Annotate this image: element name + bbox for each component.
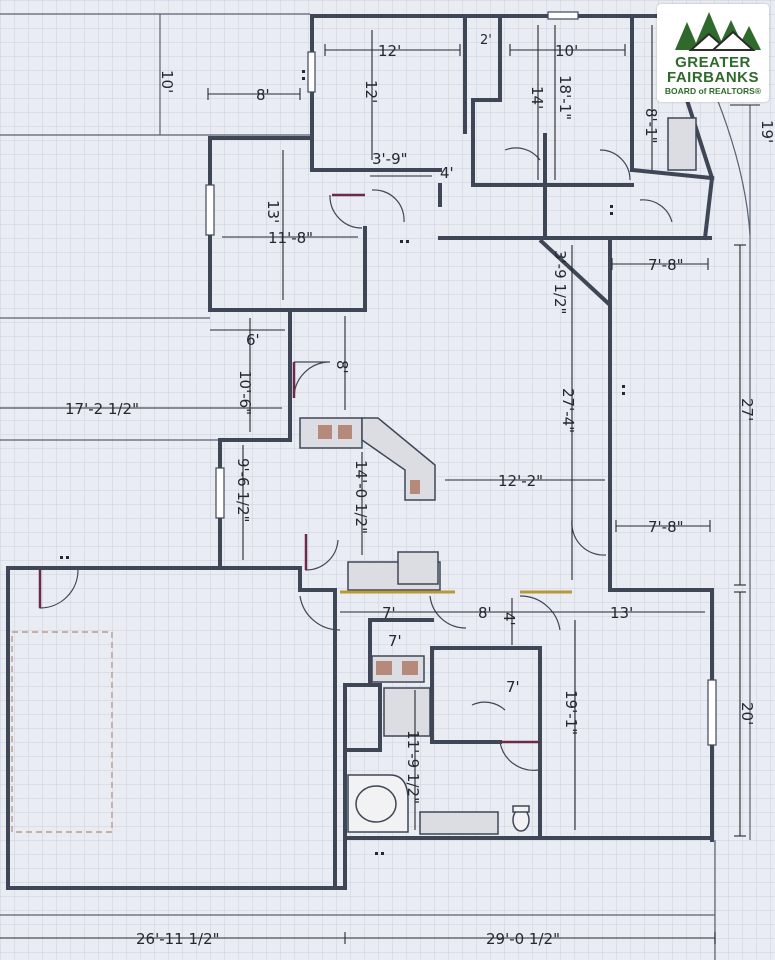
- dim-label: 7'-8": [648, 256, 684, 274]
- dim-label: 9'-6 1/2": [234, 458, 252, 522]
- dim-label: 18'-1": [556, 75, 574, 120]
- logo-line-greater: GREATER: [675, 54, 751, 71]
- dim-label: 7': [382, 604, 396, 622]
- dim-label: 13': [610, 604, 633, 622]
- dim-label: 8': [256, 86, 270, 104]
- dim-label: 26'-11 1/2": [136, 930, 220, 948]
- dim-label: 20': [738, 702, 756, 725]
- logo-line-fairbanks: FAIRBANKS: [666, 69, 759, 86]
- dim-label: 29'-0 1/2": [486, 930, 560, 948]
- dim-label: 8': [333, 360, 351, 374]
- dim-label: 12': [378, 42, 401, 60]
- kitchen-counters: [299, 117, 697, 835]
- board-of-realtors-logo: GREATER FAIRBANKS BOARD of REALTORS®: [657, 4, 769, 102]
- dim-label: 19'-1": [562, 690, 580, 735]
- dim-label: 13': [264, 200, 282, 223]
- dim-label: 12': [362, 80, 380, 103]
- dim-label: 10': [158, 70, 176, 93]
- windows: [205, 11, 717, 746]
- dim-label: 3'-9": [372, 150, 408, 168]
- dim-label: 12'-2": [498, 472, 543, 490]
- dim-label: 17'-2 1/2": [65, 400, 139, 418]
- dim-label: 4': [440, 164, 454, 182]
- outlet-marks: [60, 70, 625, 855]
- dimension-lines: [0, 25, 760, 939]
- dim-label: 6': [246, 331, 260, 349]
- fixtures: [347, 774, 530, 833]
- door-swings: [39, 147, 673, 771]
- dim-label: 8': [478, 604, 492, 622]
- dim-label: 7': [388, 632, 402, 650]
- dim-label: 27'-4": [559, 388, 577, 433]
- dim-label: 10'-6": [236, 370, 254, 415]
- dimension-ticks: [207, 44, 746, 944]
- angled-wall: [538, 238, 612, 307]
- cabinet-marks: [318, 425, 420, 675]
- dim-label: 11'-9 1/2": [404, 730, 422, 804]
- dim-label: 27': [738, 398, 756, 421]
- dimension-labels: 10' 8' 12' 2' 10' 12' 14' 18'-1" 8'-1" 1…: [65, 33, 775, 948]
- dim-label: 7': [506, 678, 520, 696]
- evergreen-trees-house-icon: [675, 12, 761, 51]
- dim-label: 3'-9 1/2": [551, 250, 569, 314]
- dim-label: 19': [758, 120, 775, 143]
- dim-label: 7'-8": [648, 518, 684, 536]
- dim-label: 14': [528, 86, 546, 109]
- dim-label: 8'-1": [642, 108, 660, 144]
- dim-label: 4': [500, 612, 518, 626]
- dim-label: 11'-8": [268, 229, 313, 247]
- garage-parking-outline: [11, 631, 113, 833]
- door-jambs: [38, 193, 540, 744]
- logo-line-board: BOARD of REALTORS®: [664, 86, 762, 96]
- walls: [6, 13, 715, 890]
- dim-label: 14'-0 1/2": [352, 460, 370, 534]
- dim-label: 10': [555, 42, 578, 60]
- dim-label: 2': [480, 33, 492, 48]
